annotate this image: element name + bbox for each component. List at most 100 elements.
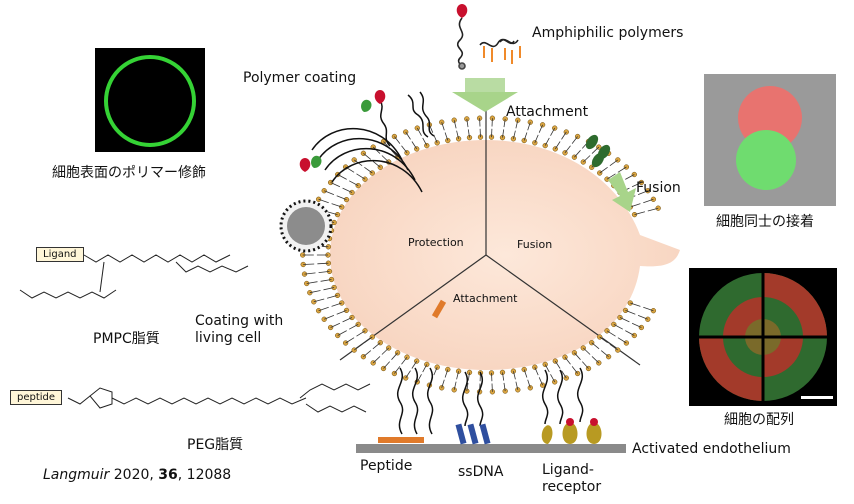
lipid-tail [600, 350, 609, 358]
citation-pages: , 12088 [177, 467, 232, 483]
lipid-tail [331, 302, 342, 307]
lipid-tail [441, 379, 445, 388]
bottom-tethers [397, 367, 584, 435]
lipid-tail [643, 306, 654, 312]
lipid-tail [337, 330, 347, 336]
lipid-tail [364, 166, 373, 174]
lipid-head [362, 176, 368, 182]
attachment-peptide-icon [431, 299, 447, 319]
cell-adhesion-caption: 細胞同士の接着 [716, 214, 814, 230]
lipid-tail [383, 361, 390, 369]
lipid-tail [372, 342, 381, 350]
lipid-tail [330, 182, 341, 188]
lipid-tail [467, 129, 470, 138]
citation-volume: 36 [158, 467, 178, 483]
lipid-tail [320, 279, 332, 282]
lipid-tail [591, 342, 600, 350]
lipid-tail [349, 324, 359, 330]
polymer-coating-label: Polymer coating [243, 70, 357, 86]
polymer-coating-strands [311, 91, 435, 193]
lipid-tail [342, 187, 353, 193]
lipid-tail [336, 195, 347, 200]
lipid-tail [318, 306, 329, 312]
citation-journal: Langmuir [43, 467, 110, 483]
fusion-arrow [608, 172, 636, 212]
lipid-tail [401, 145, 408, 154]
cell-adhesion-micrograph [704, 74, 836, 206]
attachment-arrow [452, 78, 518, 112]
cell-array-caption: 細胞の配列 [724, 412, 794, 428]
attachment-inner-label: Attachment [453, 292, 518, 305]
lipid-tail [441, 122, 445, 131]
lipid-tail [416, 127, 422, 136]
lipid-head [627, 300, 633, 306]
fusion-vesicle [585, 134, 611, 168]
lipid-tail [591, 356, 600, 364]
lipid-tail [411, 360, 418, 369]
polymer-head-red [456, 4, 468, 18]
lipid-tail [583, 347, 591, 355]
lipid-tail [353, 343, 363, 351]
peptide-label: Peptide [360, 458, 413, 474]
lipid-tail [582, 361, 589, 369]
lipid-tail [405, 131, 411, 140]
lipid-head [455, 136, 462, 142]
lipid-tail [303, 263, 315, 265]
lipid-tail [564, 356, 571, 365]
attachment-top-label: Attachment [506, 104, 589, 120]
lipid-head [552, 125, 558, 131]
lipid-tail [631, 182, 642, 188]
lipid-tail [631, 322, 642, 328]
lipid-tail [617, 337, 627, 344]
lipid-tail [503, 118, 506, 128]
lipid-tail [336, 310, 347, 315]
lipid-tail [356, 173, 366, 180]
lipid-tail [304, 272, 316, 275]
lipid-tail [625, 174, 635, 180]
lipid-tail [323, 287, 335, 291]
lipid-tail [456, 130, 459, 139]
lipid-tail [337, 174, 347, 180]
lipid-tail [411, 141, 418, 150]
lipid-tail [422, 364, 428, 373]
lipid-tail [453, 120, 457, 129]
lipid-tail [331, 203, 342, 208]
lipid-head [414, 125, 420, 131]
lipid-tail [394, 136, 401, 144]
lipid-tail [574, 352, 581, 360]
lipid-head [552, 358, 558, 364]
lipid-tail [544, 137, 550, 146]
lipid-tail [381, 347, 389, 355]
lipid-tail [466, 118, 469, 128]
lipid-tail [349, 180, 359, 186]
lipid-tail [405, 370, 411, 379]
receptor-red-heads [566, 418, 598, 426]
lipid-tail [571, 136, 578, 144]
lipid-tail [544, 364, 550, 373]
lipid-tail [550, 127, 556, 136]
lipid-tail [318, 271, 330, 273]
amphiphilic-polymers-label: Amphiphilic polymers [532, 25, 684, 41]
lipid-tail [561, 370, 567, 379]
pmpc-caption: PMPC脂質 [93, 331, 160, 347]
protection-label: Protection [408, 236, 464, 249]
coating-living-cell-label: Coating with living cell [195, 313, 284, 346]
lipid-head [552, 146, 558, 152]
activated-endothelium-label: Activated endothelium [632, 441, 791, 457]
ligand-receptor-label: Ligand- receptor [542, 462, 602, 495]
lipid-tail [550, 374, 556, 383]
lipid-tail [591, 146, 600, 154]
lipid-head [521, 366, 527, 373]
lipid-head [434, 140, 440, 146]
lipid-tail [637, 190, 648, 195]
lipid-tail [456, 371, 459, 380]
lipid-tail [330, 322, 341, 328]
lipid-tail [527, 379, 531, 388]
lipid-tail [637, 315, 648, 320]
lipid-tail [502, 372, 505, 381]
lipid-tail [342, 317, 353, 323]
amphiphilic-polymer-icons [456, 17, 519, 70]
lipid-tail [527, 122, 531, 131]
lipid-tail [515, 120, 519, 129]
peptide-box: peptide [10, 390, 63, 405]
